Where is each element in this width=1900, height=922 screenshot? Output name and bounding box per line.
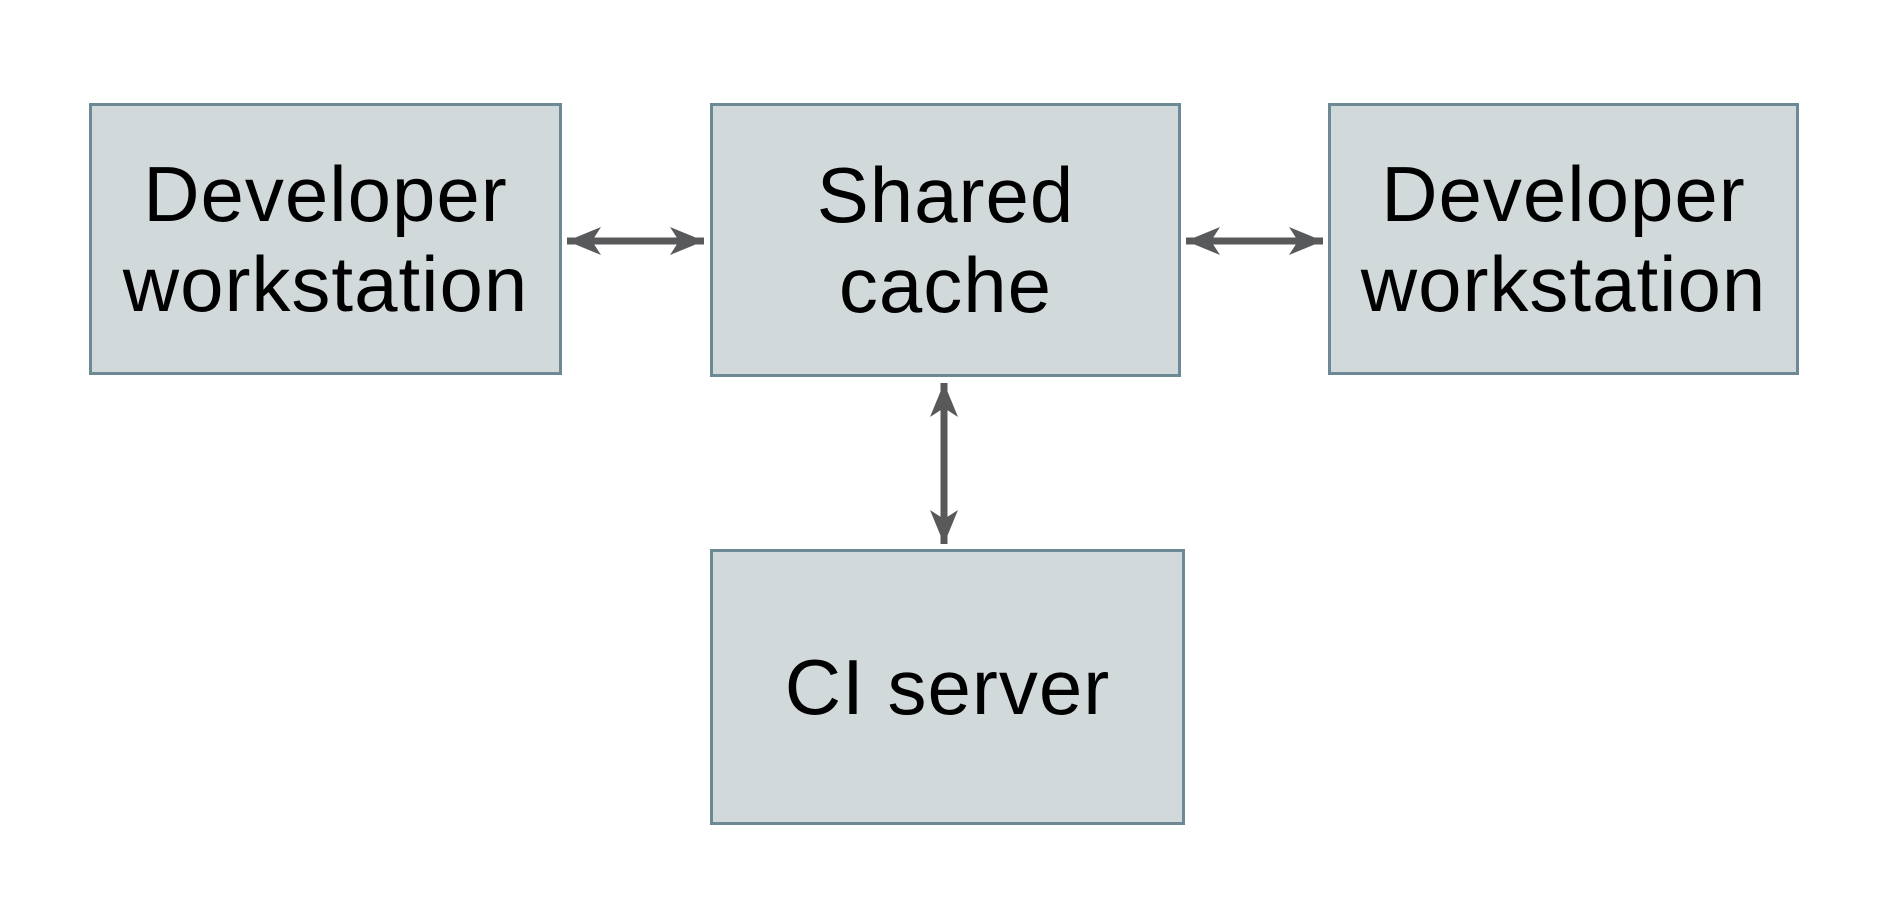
node-label: CI server xyxy=(784,643,1111,731)
node-label: Shared cache xyxy=(816,151,1075,329)
node-label: Developer workstation xyxy=(1360,150,1767,328)
node-developer-workstation-right: Developer workstation xyxy=(1328,103,1799,375)
node-ci-server: CI server xyxy=(710,549,1185,825)
node-shared-cache: Shared cache xyxy=(710,103,1181,377)
node-label: Developer workstation xyxy=(122,150,529,328)
node-developer-workstation-left: Developer workstation xyxy=(89,103,562,375)
